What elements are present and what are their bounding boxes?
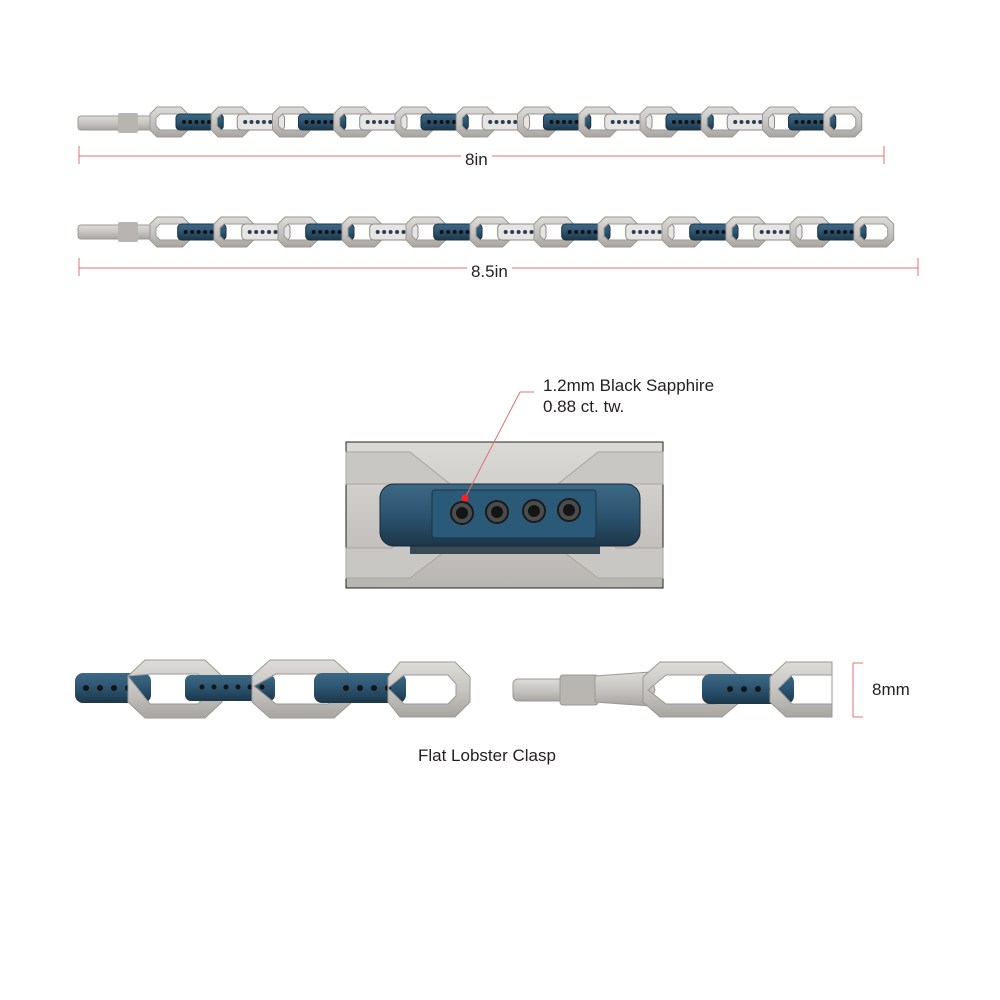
sapphire-stones	[450, 498, 581, 525]
length-label-8-5in: 8.5in	[467, 262, 512, 282]
clasp-label: Flat Lobster Clasp	[418, 746, 556, 765]
measure-8mm	[852, 662, 863, 718]
chain-segment-clasp	[512, 661, 833, 718]
pointer-dot	[461, 494, 469, 502]
chain-segment-left	[75, 659, 471, 719]
clasp-short	[77, 115, 157, 131]
stone-size-label: 1.2mm Black Sapphire	[543, 376, 715, 395]
closeup-stone-detail	[345, 391, 664, 589]
bracelet-8in	[77, 106, 863, 138]
chain-link	[823, 106, 863, 138]
width-label: 8mm	[872, 680, 910, 699]
bracelet-8-5in	[77, 216, 895, 248]
stone-weight-label: 0.88 ct. tw.	[543, 397, 625, 416]
length-label-8in: 8in	[461, 150, 492, 170]
stone-annotation: 1.2mm Black Sapphire 0.88 ct. tw.	[543, 375, 714, 417]
chain-link	[853, 216, 895, 248]
